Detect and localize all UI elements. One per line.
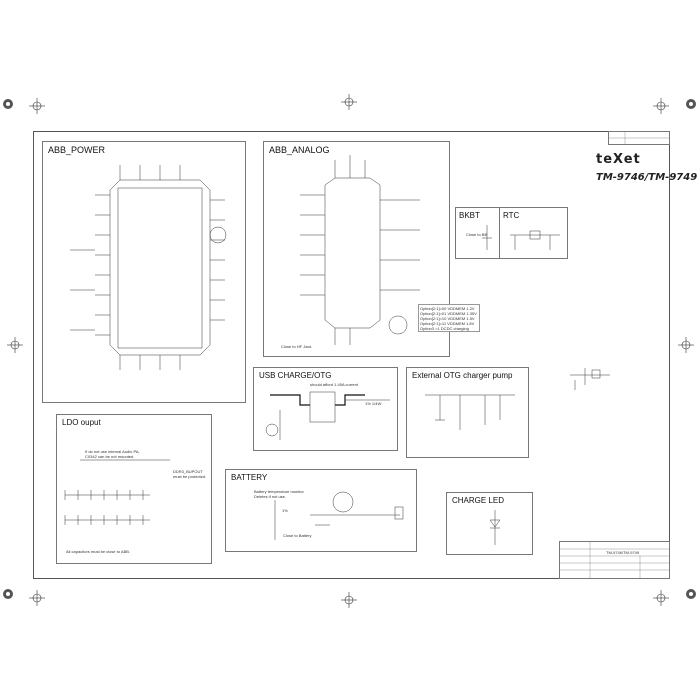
charge-led-block: CHARGE LED xyxy=(446,492,533,555)
otg-pump-title: External OTG charger pump xyxy=(412,371,513,380)
registration-mark-bottom-right xyxy=(684,587,698,601)
usb-charge-block: USB CHARGE/OTG xyxy=(253,367,398,451)
abb-power-title: ABB_POWER xyxy=(48,145,106,155)
rtc-block: RTC xyxy=(499,207,568,259)
caps-note: All capacitors must be close to ABB. xyxy=(66,549,131,554)
ddr3-note-1: DDR3_BUPOUT xyxy=(173,469,203,474)
rtc-title: RTC xyxy=(503,211,520,220)
option-note-2: Option[2:1]=01 VDDMEM 1.35V xyxy=(420,311,477,316)
model-label: TM-9746/TM-9749 xyxy=(596,172,698,183)
batt-monitor-note-2: Deletes if not use. xyxy=(254,494,287,499)
usb-current-note: should afford 1.45A current xyxy=(310,382,358,387)
resistor-note: 1% 1/4W xyxy=(365,401,382,406)
option-note-1: Option[2:1]=00 VDDMEM 1.2V xyxy=(420,306,475,311)
batt-pct-note: 1% xyxy=(282,508,288,513)
battery-block: BATTERY xyxy=(225,469,417,552)
batt-monitor-note-1: Battery temperature monitor xyxy=(254,489,304,494)
option-note-4: Option[2:1]=11 VDDMEM 1.8V xyxy=(420,321,475,326)
bkbt-title: BKBT xyxy=(459,211,480,220)
abb-power-block: ABB_POWER xyxy=(42,141,246,403)
ldo-block: LDO ouput xyxy=(56,414,212,564)
otg-pump-block: External OTG charger pump xyxy=(406,367,529,458)
registration-mark-top-right xyxy=(684,97,698,111)
schematic-sheet xyxy=(33,131,670,579)
usb-charge-title: USB CHARGE/OTG xyxy=(259,371,332,380)
ddr3-note-2: must be protected. xyxy=(173,474,207,479)
abb-analog-title: ABB_ANALOG xyxy=(269,145,330,155)
close-to-hp-note: Close to HF Jack xyxy=(281,344,312,349)
registration-mark-top-left xyxy=(1,97,15,111)
close-to-battery-note: Close to Battery xyxy=(283,533,312,538)
charge-led-title: CHARGE LED xyxy=(452,496,505,505)
option-note-5: Option3 =1 DCDC charging xyxy=(420,326,469,331)
battery-title: BATTERY xyxy=(231,473,268,482)
option-note-3: Option[2:1]=10 VDDMEM 1.5V xyxy=(420,316,475,321)
audio-pa-note-1: If do not use internal Audio PA, xyxy=(85,449,140,454)
ldo-title: LDO ouput xyxy=(62,418,101,427)
option-note-box xyxy=(418,304,480,332)
close-to-bb-note: Close to BB xyxy=(466,232,488,237)
title-block xyxy=(559,541,670,579)
bkbt-block: BKBT xyxy=(455,207,500,259)
texet-logo: teXet xyxy=(596,152,641,167)
title-block-model: TM-9746/TM-9749 xyxy=(606,550,640,555)
audio-pa-note-2: C0342 can be not mounted. xyxy=(85,454,135,459)
registration-mark-bottom-left xyxy=(1,587,15,601)
